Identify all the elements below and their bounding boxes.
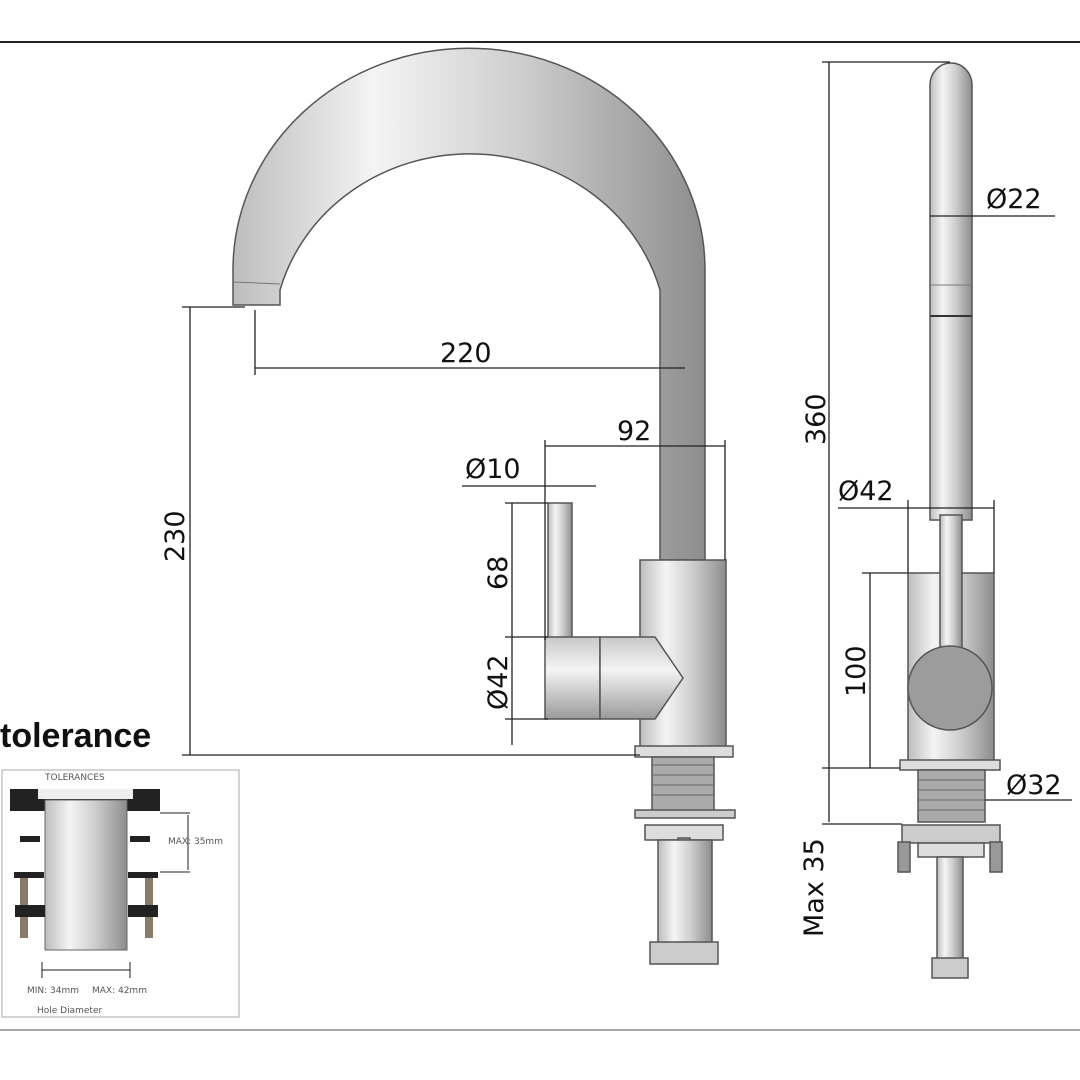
dim-spout-reach: 220 [440, 338, 492, 369]
inset-title: TOLERANCES [44, 773, 105, 783]
side-view-faucet [897, 62, 1003, 979]
inset-max-hole: MAX: 42mm [92, 986, 147, 996]
side-view-dimensions [822, 61, 1072, 825]
dim-body-diameter-front: Ø42 [483, 654, 514, 710]
dim-total-height: 360 [801, 393, 832, 445]
front-view-faucet [232, 47, 736, 965]
dim-body-diameter-side: Ø42 [838, 476, 894, 507]
dim-handle-length: 68 [483, 556, 514, 590]
inset-min-hole: MIN: 34mm [27, 986, 79, 996]
dim-handle-diameter: Ø10 [465, 454, 521, 485]
dim-handle-offset: 92 [617, 416, 651, 447]
front-view-dimensions [182, 306, 726, 756]
tolerance-heading: tolerance [0, 717, 151, 755]
dim-max-bench-thickness: Max 35 [799, 838, 830, 937]
dim-spout-diameter: Ø22 [986, 184, 1042, 215]
dim-thread-diameter: Ø32 [1006, 770, 1062, 801]
inset-max-thickness: MAX: 35mm [168, 837, 223, 847]
dim-spout-height: 230 [160, 510, 191, 562]
inset-caption: Hole Diameter [37, 1006, 102, 1016]
tolerances-inset [1, 769, 240, 1018]
dim-body-height: 100 [841, 645, 872, 697]
